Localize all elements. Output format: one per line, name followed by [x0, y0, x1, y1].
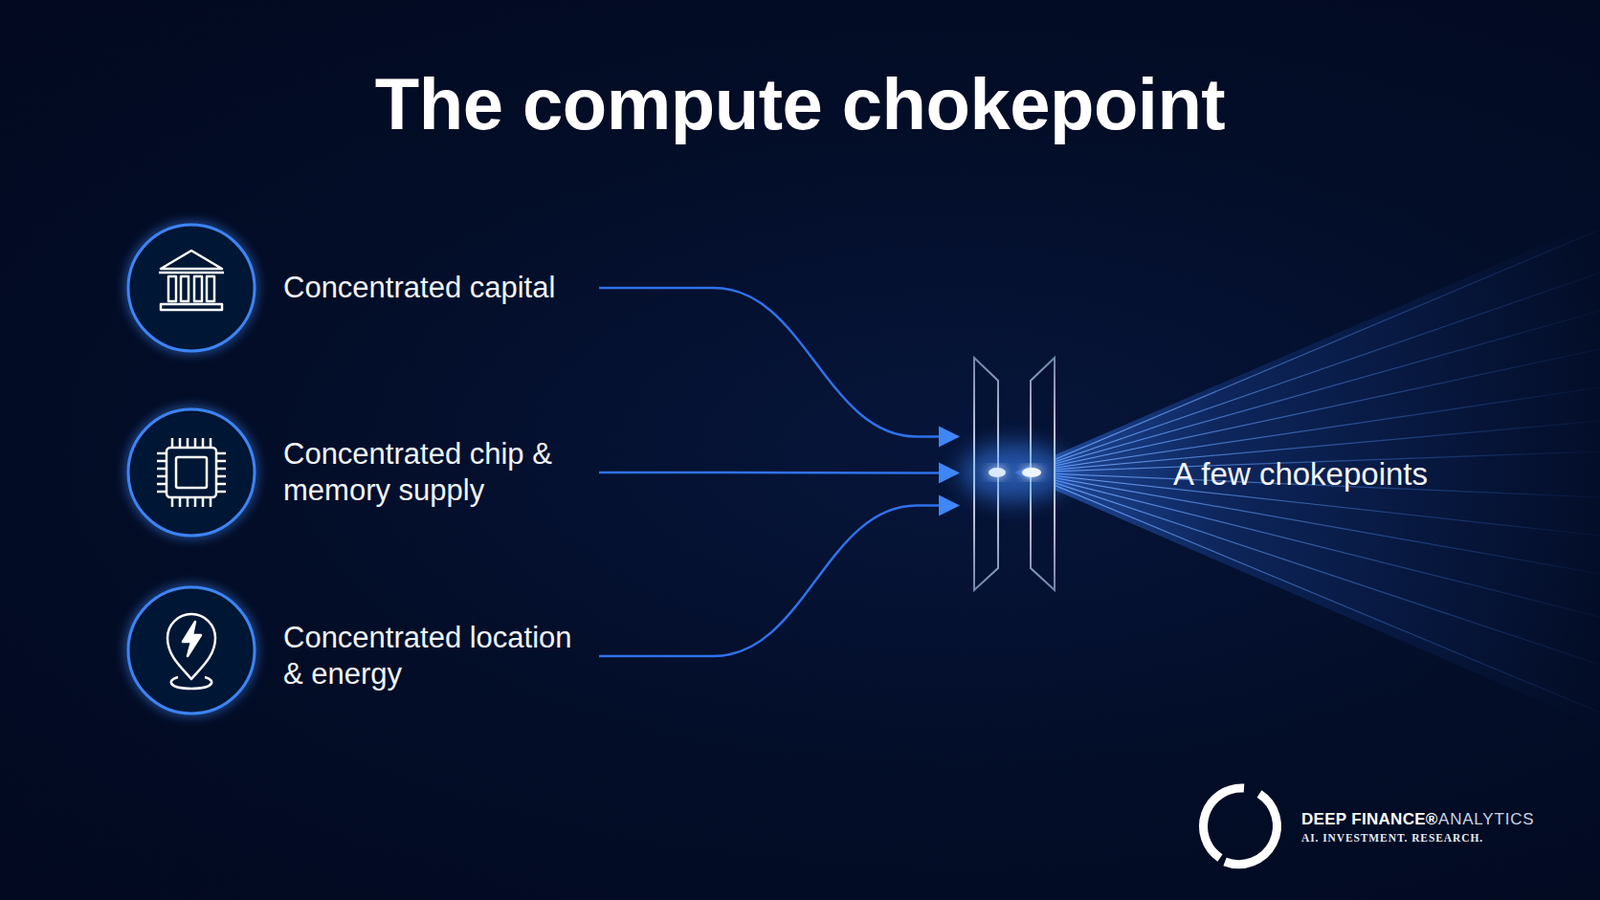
source-node: Concentrated chip & memory supply [124, 405, 600, 540]
bank-roof [160, 250, 223, 269]
bank-beam [158, 271, 224, 275]
ray [1023, 472, 1600, 618]
arrow-head [938, 463, 960, 485]
source-node: Concentrated location & energy [124, 589, 600, 724]
chip-core [176, 457, 207, 489]
chip-body [166, 447, 217, 498]
diagram-title: The compute chokepoint [0, 61, 1600, 148]
brand-suffix: ANALYTICS [1438, 810, 1534, 830]
bank-icon [158, 250, 224, 311]
ray [1023, 229, 1600, 473]
ray [1023, 272, 1600, 473]
glow-point [988, 467, 1006, 478]
ray [1023, 472, 1600, 666]
ray [1023, 472, 1600, 713]
flow-connector [599, 495, 960, 658]
node-text-area: A few chokepoints [1173, 356, 1528, 592]
source-node: Concentrated capital [124, 221, 600, 356]
icon-circle [128, 224, 255, 714]
logo-arc [1202, 788, 1245, 859]
lightning-bolt [182, 622, 201, 657]
ray [1023, 349, 1600, 473]
source-label: Concentrated location & energy [283, 620, 600, 693]
glow-point [1022, 467, 1042, 478]
brand-name: DEEP FINANCE® [1301, 810, 1439, 830]
arrow-head [938, 426, 960, 448]
bank-base [160, 304, 223, 311]
light-beam [1014, 220, 1600, 728]
core-glow [961, 444, 1067, 502]
ray [1023, 311, 1600, 473]
light-rays [1023, 229, 1600, 713]
flow-connector [599, 288, 960, 448]
arrow-head [938, 495, 960, 517]
connector-line [599, 471, 941, 475]
logo-arc [1224, 794, 1277, 866]
brand-tagline: AI. INVESTMENT. RESEARCH. [1301, 832, 1484, 845]
circle-outline [128, 587, 255, 714]
node-text-area: Concentrated capital [283, 221, 600, 356]
flow-connector [599, 463, 960, 485]
pin-base [171, 677, 212, 689]
connector-line [599, 288, 941, 438]
bank-column [206, 276, 215, 302]
logo-mark [1202, 788, 1277, 866]
circle-outline [128, 409, 255, 536]
choke-wall [974, 357, 999, 591]
connector-line [599, 506, 941, 658]
pin-outline [167, 614, 216, 680]
node-text-area: Concentrated chip & memory supply [283, 405, 600, 540]
chip-icon [156, 438, 226, 508]
source-label: Concentrated chip & memory supply [283, 436, 600, 510]
chip-pins [156, 438, 226, 508]
chokepoint-node: A few chokepoints [961, 356, 1536, 592]
bank-column [194, 276, 202, 302]
node-text-area: Concentrated location & energy [283, 589, 600, 724]
output-label: A few chokepoints [1173, 455, 1528, 494]
choke-wall [1030, 357, 1055, 591]
pin-icon [167, 614, 216, 689]
bank-column [180, 276, 189, 302]
source-label: Concentrated capital [283, 269, 600, 307]
circle-outline [128, 224, 255, 352]
bank-column [168, 276, 177, 302]
